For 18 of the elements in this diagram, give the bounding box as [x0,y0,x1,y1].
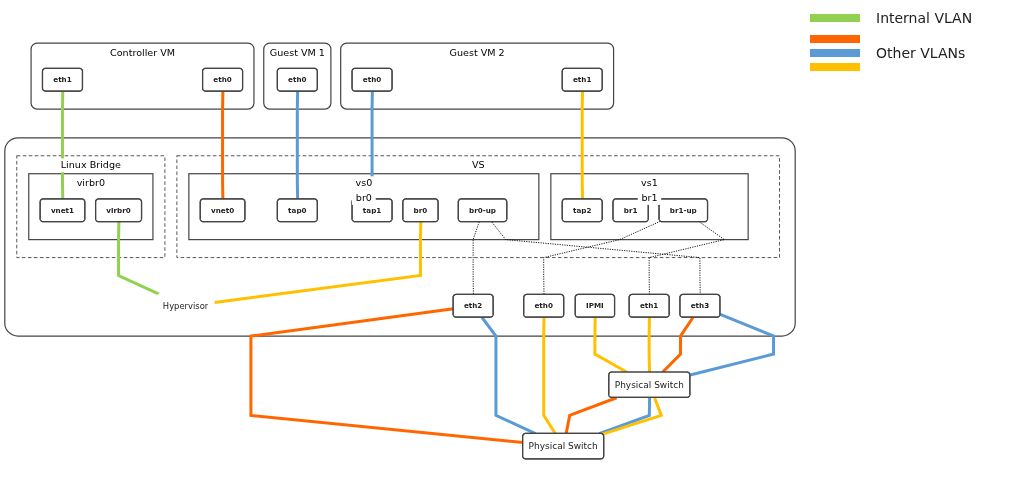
connector [221,91,225,200]
legend-text: Other VLANs [876,45,966,61]
connector [598,397,652,436]
connector [542,317,557,435]
connector [472,221,480,296]
connector [580,91,584,200]
cluster [4,137,796,337]
connector [295,91,300,200]
connector [491,221,701,296]
connector [60,91,65,200]
connector [214,221,423,304]
node-text: Hypervisor [162,300,209,311]
connector [647,317,652,373]
connector [689,312,776,377]
connector [117,221,160,296]
connector [564,396,618,434]
legend-text: Internal VLAN [876,10,973,26]
connector [602,397,664,436]
